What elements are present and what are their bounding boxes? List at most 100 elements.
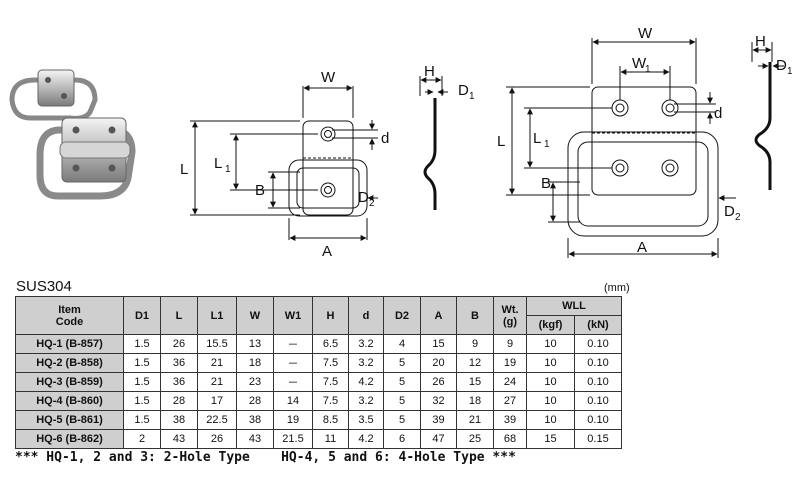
cell-B: 12 xyxy=(456,353,494,373)
cell-L1: 26 xyxy=(197,429,237,449)
cell-d: 3.5 xyxy=(348,410,384,430)
cell-A: 32 xyxy=(420,391,457,411)
cell-code: HQ-5 (B-861) xyxy=(15,410,124,430)
label-D1-4hole: D xyxy=(776,57,787,74)
cell-H: 6.5 xyxy=(312,334,349,354)
header-B: B xyxy=(456,296,494,335)
cell-code: HQ-1 (B-857) xyxy=(15,334,124,354)
header-W: W xyxy=(236,296,274,335)
cell-D2: 6 xyxy=(383,429,421,449)
label-L: L xyxy=(180,161,188,178)
product-photo-large xyxy=(36,117,136,200)
cell-kgf: 10 xyxy=(526,410,575,430)
cell-H: 7.5 xyxy=(312,372,349,392)
cell-kn: 0.10 xyxy=(574,410,622,430)
cell-L: 43 xyxy=(160,429,198,449)
label-L1-sub-4hole: 1 xyxy=(544,139,550,150)
cell-kgf: 15 xyxy=(526,429,575,449)
cell-d: 4.2 xyxy=(348,372,384,392)
cell-kn: 0.10 xyxy=(574,353,622,373)
cell-D1: 1.5 xyxy=(123,372,161,392)
label-D2-4hole: D xyxy=(724,203,735,220)
cell-d: 3.2 xyxy=(348,334,384,354)
cell-W: 13 xyxy=(236,334,274,354)
cell-kgf: 10 xyxy=(526,372,575,392)
cell-code: HQ-3 (B-859) xyxy=(15,372,124,392)
cell-D1: 1.5 xyxy=(123,410,161,430)
cell-H: 7.5 xyxy=(312,391,349,411)
header-wt: Wt.(g) xyxy=(493,296,527,335)
cell-kn: 0.10 xyxy=(574,372,622,392)
label-D2: D xyxy=(358,189,369,206)
cell-W1: － xyxy=(273,334,313,354)
cell-wt: 68 xyxy=(493,429,527,449)
header-W1: W1 xyxy=(273,296,313,335)
label-D1-sub-4hole: 1 xyxy=(787,66,793,77)
label-A: A xyxy=(322,243,332,260)
label-L1: L xyxy=(214,155,222,172)
table-row: HQ-2 (B-858) 1.5 36 21 18 － 7.5 3.2 5 20… xyxy=(15,353,622,373)
cell-D2: 5 xyxy=(383,353,421,373)
cell-L: 38 xyxy=(160,410,198,430)
cell-D2: 5 xyxy=(383,372,421,392)
cell-code: HQ-6 (B-862) xyxy=(15,429,124,449)
cell-W: 18 xyxy=(236,353,274,373)
cell-A: 20 xyxy=(420,353,457,373)
cell-wt: 9 xyxy=(493,334,527,354)
header-kn: (kN) xyxy=(574,315,622,335)
cell-D1: 2 xyxy=(123,429,161,449)
cell-d: 3.2 xyxy=(348,391,384,411)
header-L: L xyxy=(160,296,198,335)
drawing-2hole-labels: W L L 1 B d D 2 A xyxy=(180,69,389,260)
label-d-4hole: d xyxy=(714,105,722,122)
cell-H: 7.5 xyxy=(312,353,349,373)
cell-L1: 21 xyxy=(197,353,237,373)
cell-A: 15 xyxy=(420,334,457,354)
cell-kgf: 10 xyxy=(526,353,575,373)
cell-code: HQ-4 (B-860) xyxy=(15,391,124,411)
cell-kgf: 10 xyxy=(526,334,575,354)
cell-wt: 39 xyxy=(493,410,527,430)
cell-wt: 19 xyxy=(493,353,527,373)
label-W-4hole: W xyxy=(638,25,653,42)
cell-kn: 0.10 xyxy=(574,334,622,354)
table-row: HQ-6 (B-862) 2 43 26 43 21.5 11 4.2 6 47… xyxy=(15,429,622,449)
drawing-2hole-side xyxy=(419,76,448,210)
label-W1-sub: 1 xyxy=(645,64,651,75)
cell-L: 28 xyxy=(160,391,198,411)
cell-A: 39 xyxy=(420,410,457,430)
cell-L1: 15.5 xyxy=(197,334,237,354)
cell-D2: 5 xyxy=(383,410,421,430)
cell-B: 25 xyxy=(456,429,494,449)
cell-W: 38 xyxy=(236,410,274,430)
label-W: W xyxy=(321,69,336,86)
cell-wt: 24 xyxy=(493,372,527,392)
drawing-4hole-top xyxy=(506,38,736,258)
cell-W1: － xyxy=(273,372,313,392)
cell-D2: 4 xyxy=(383,334,421,354)
label-B-4hole: B xyxy=(541,175,551,192)
header-L1: L1 xyxy=(197,296,237,335)
cell-L1: 21 xyxy=(197,372,237,392)
cell-W1: 14 xyxy=(273,391,313,411)
cell-kgf: 10 xyxy=(526,391,575,411)
label-H-4hole: H xyxy=(755,33,766,50)
cell-L: 36 xyxy=(160,353,198,373)
label-D2-sub: 2 xyxy=(369,198,375,209)
cell-L1: 17 xyxy=(197,391,237,411)
cell-H: 11 xyxy=(312,429,349,449)
cell-W: 23 xyxy=(236,372,274,392)
header-A: A xyxy=(420,296,457,335)
material-label: SUS304 xyxy=(16,278,72,295)
label-B: B xyxy=(255,182,265,199)
label-D1-2hole: D xyxy=(458,82,469,99)
cell-D1: 1.5 xyxy=(123,353,161,373)
header-D2: D2 xyxy=(383,296,421,335)
cell-B: 9 xyxy=(456,334,494,354)
cell-D1: 1.5 xyxy=(123,334,161,354)
cell-H: 8.5 xyxy=(312,410,349,430)
label-L-4hole: L xyxy=(497,133,505,150)
cell-d: 4.2 xyxy=(348,429,384,449)
